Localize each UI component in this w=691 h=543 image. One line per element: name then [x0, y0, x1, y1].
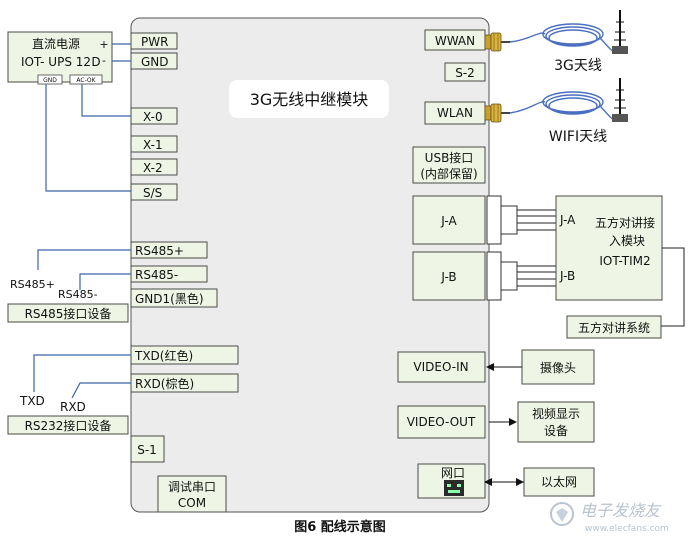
wire-intercom-system — [661, 247, 685, 327]
3g-antenna-cable-icon — [509, 23, 615, 53]
figure-caption: 图6 配线示意图 — [294, 519, 386, 535]
x2-port — [130, 158, 178, 176]
ethernet-box — [523, 467, 595, 497]
intercom-module-label-3: IOT-TIM2 — [599, 254, 650, 268]
wire-rxd — [71, 382, 131, 399]
x1-port-label: X-1 — [143, 138, 163, 152]
x2-port-label: X-2 — [143, 161, 163, 175]
intercom-module-box — [555, 195, 663, 301]
s1-port — [130, 435, 165, 463]
arrow-display-icon — [509, 418, 517, 426]
power-plus-terminal: + — [99, 38, 108, 51]
watermark-url: www.elecfans.com — [585, 524, 669, 534]
ethernet-label: 以太网 — [541, 474, 577, 489]
s2-port — [444, 62, 486, 82]
wlan-port-label: WLAN — [437, 106, 473, 120]
camera-box — [521, 349, 595, 385]
power-acok-tag-box — [69, 74, 103, 85]
wire-acok-x0 — [81, 84, 131, 117]
x1-port — [130, 135, 178, 153]
power-supply-box — [7, 31, 113, 83]
ja-port-label: J-A — [440, 214, 457, 228]
3g-antenna-label: 3G天线 — [554, 58, 602, 74]
wire-rs485n — [79, 273, 131, 290]
wire-gnd-ss — [45, 84, 131, 192]
wwan-port-label: WWAN — [435, 34, 475, 48]
wwan-connector-icon — [484, 32, 510, 52]
power-supply-d: D — [91, 55, 100, 69]
usb-port-label-1: USB接口 — [425, 150, 474, 165]
rs485-device-box — [7, 303, 129, 323]
watermark-text: 电子发烧友 — [580, 501, 662, 520]
lan-port-label: 网口 — [441, 466, 465, 480]
jb-connector-icon — [486, 251, 556, 301]
rs232-device-box — [7, 415, 129, 435]
ja-port — [412, 195, 486, 245]
elecfans-logo-icon — [550, 502, 574, 526]
power-supply-model: IOT- UPS 12 — [21, 55, 91, 69]
video-in-port-label: VIDEO-IN — [413, 360, 468, 374]
arrow-camera-icon — [486, 363, 494, 371]
display-box — [517, 401, 595, 443]
txd-port-label: TXD(红色) — [134, 348, 193, 363]
3g-antenna-mast-icon — [612, 10, 628, 54]
rxd-port-label: RXD(棕色) — [135, 376, 194, 391]
com-port-label-1: 调试串口 — [168, 479, 216, 494]
pwr-port-label: PWR — [141, 35, 168, 49]
wifi-antenna-cable-icon — [509, 91, 615, 121]
jb-port-label: J-B — [440, 270, 456, 284]
power-supply-title: 直流电源 — [32, 37, 80, 51]
rs232-device-label: RS232接口设备 — [25, 418, 112, 433]
intercom-system-label: 五方对讲系统 — [578, 320, 650, 335]
intercom-module-label-2: 入模块 — [609, 234, 645, 248]
wlan-connector-icon — [484, 103, 510, 123]
rs485p-port-label: RS485+ — [135, 244, 184, 258]
power-acok-tag: AC-OK — [76, 77, 96, 84]
txd-label: TXD — [19, 394, 45, 408]
rj45-icon — [444, 480, 464, 496]
video-in-port — [397, 351, 486, 383]
rs485-device-label: RS485接口设备 — [25, 306, 112, 321]
ss-port — [130, 183, 178, 201]
usb-port — [412, 146, 486, 184]
display-label-1: 视频显示 — [532, 406, 580, 421]
rs485-minus-label: RS485- — [58, 288, 98, 301]
power-gnd-tag: GND — [43, 77, 57, 84]
module-title-panel — [229, 80, 389, 118]
wifi-antenna-mast-icon — [612, 78, 628, 122]
wire-rs485p — [37, 249, 131, 270]
jb-port — [412, 251, 486, 301]
module-title: 3G无线中继模块 — [250, 90, 369, 109]
camera-label: 摄像头 — [540, 360, 576, 375]
intercom-system-box — [566, 315, 662, 339]
display-label-2: 设备 — [544, 424, 568, 438]
rs485-plus-label: RS485+ — [10, 278, 55, 291]
ss-port-label: S/S — [143, 186, 162, 200]
power-gnd-tag-box — [37, 74, 63, 85]
s1-port-label: S-1 — [137, 443, 157, 457]
wifi-antenna-label: WIFI天线 — [549, 129, 607, 145]
rs485n-port-label: RS485- — [135, 268, 178, 282]
video-out-port-label: VIDEO-OUT — [407, 415, 476, 429]
gnd1-port-label: GND1(黑色) — [135, 292, 204, 306]
video-out-port — [397, 405, 486, 439]
arrow-ethernet-left-icon — [484, 478, 492, 486]
gnd-port-label: GND — [141, 55, 169, 69]
power-minus-terminal: - — [102, 54, 106, 67]
com-port-label-2: COM — [178, 496, 206, 510]
arrow-ethernet-right-icon — [516, 478, 524, 486]
intercom-module-ja: J-A — [559, 213, 576, 227]
pwr-port — [130, 32, 178, 50]
com-port — [157, 475, 227, 513]
intercom-module-label-1: 五方对讲接 — [595, 215, 655, 230]
x0-port-label: X-0 — [143, 110, 163, 124]
intercom-module-jb: J-B — [559, 269, 575, 283]
ja-connector-icon — [486, 195, 556, 245]
rxd-label: RXD — [60, 400, 86, 414]
usb-port-label-2: (内部保留) — [420, 166, 477, 181]
s2-port-label: S-2 — [455, 66, 475, 80]
gnd1-port — [130, 288, 218, 308]
wire-txd — [33, 354, 131, 392]
